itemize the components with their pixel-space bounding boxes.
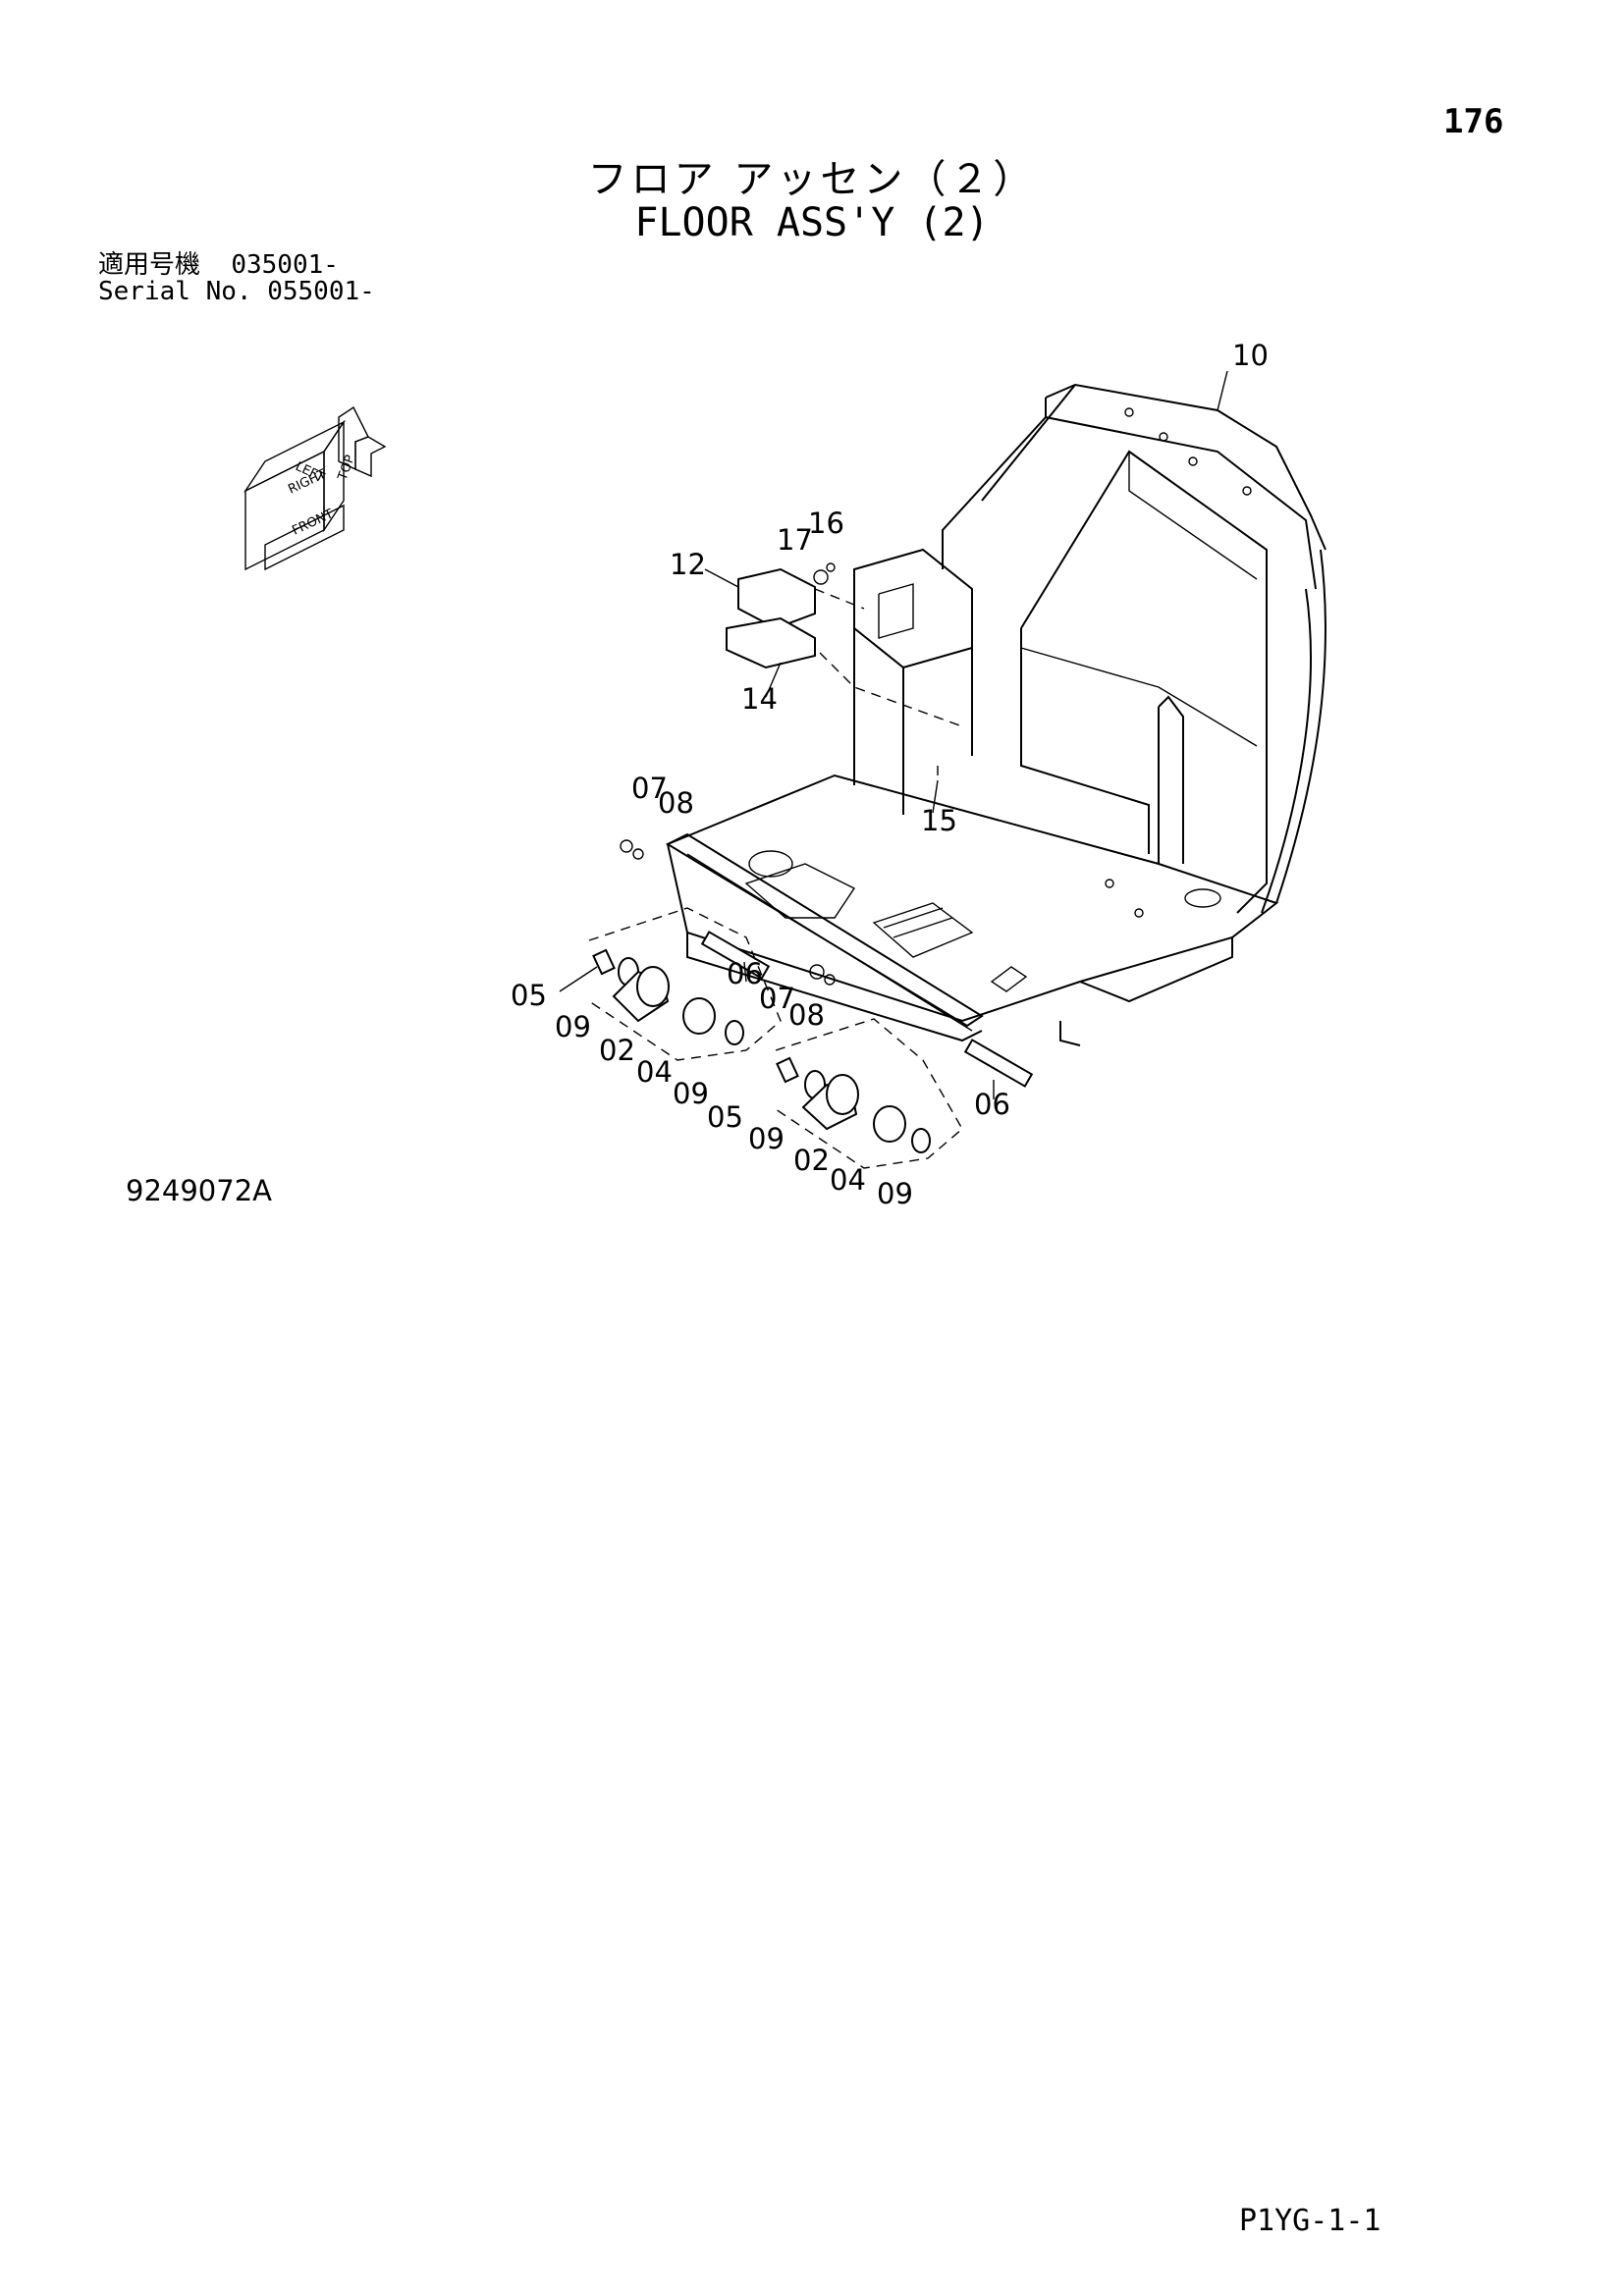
floor-frame-drawing xyxy=(665,383,1326,1046)
legend-label-front: FRONT xyxy=(290,507,336,538)
part-label: 02 xyxy=(599,1034,635,1067)
serial-row-japanese: 適用号機 035001- xyxy=(98,251,339,279)
part-label: 09 xyxy=(555,1010,591,1043)
part-label: 02 xyxy=(793,1144,830,1177)
page-title-english: FLOOR ASS'Y (2) xyxy=(634,200,990,245)
page-title-japanese: フロア アッセン（２） xyxy=(587,157,1037,202)
part-label: 16 xyxy=(808,507,844,540)
part-label: 15 xyxy=(921,804,957,837)
part-label: 09 xyxy=(748,1122,785,1155)
part-label: 17 xyxy=(777,523,813,557)
part-label: 07 xyxy=(631,772,668,805)
part-label: 09 xyxy=(877,1177,913,1210)
part-label: 12 xyxy=(670,548,706,581)
part-label: 04 xyxy=(636,1055,673,1089)
part-label: 05 xyxy=(511,979,547,1012)
serial-value: 035001- xyxy=(231,250,339,280)
part-label: 07 xyxy=(759,982,795,1015)
part-label: 10 xyxy=(1232,339,1269,372)
sheet-code: P1YG-1-1 xyxy=(1239,2204,1381,2238)
part-label: 14 xyxy=(741,682,778,716)
serial-row-english: Serial No. 055001- xyxy=(98,278,375,305)
part-label: 04 xyxy=(830,1163,866,1197)
leader-lines xyxy=(559,370,1228,1099)
bracket-parts-drawing xyxy=(726,562,836,669)
serial-label: 適用号機 xyxy=(98,250,201,280)
assembly-guide-lines xyxy=(814,588,963,780)
part-label: 08 xyxy=(658,786,694,820)
part-label: 05 xyxy=(707,1100,743,1134)
part-label: 09 xyxy=(673,1077,709,1110)
page-number: 176 xyxy=(1443,102,1504,141)
mount-parts-right-drawing xyxy=(620,839,1034,1169)
mount-parts-left-drawing xyxy=(588,907,782,1061)
part-label: 08 xyxy=(788,998,825,1032)
part-label: 06 xyxy=(974,1088,1010,1121)
orientation-legend: TOP LEFT RIGHT FRONT xyxy=(243,405,387,571)
serial-value: 055001- xyxy=(267,277,375,306)
part-number-labels: 10 16 17 12 14 15 07 08 05 06 07 08 09 0… xyxy=(511,339,1269,1210)
part-label: 06 xyxy=(727,957,763,990)
diagram-code: 9249072A xyxy=(126,1174,272,1207)
serial-label: Serial No. xyxy=(98,277,252,306)
